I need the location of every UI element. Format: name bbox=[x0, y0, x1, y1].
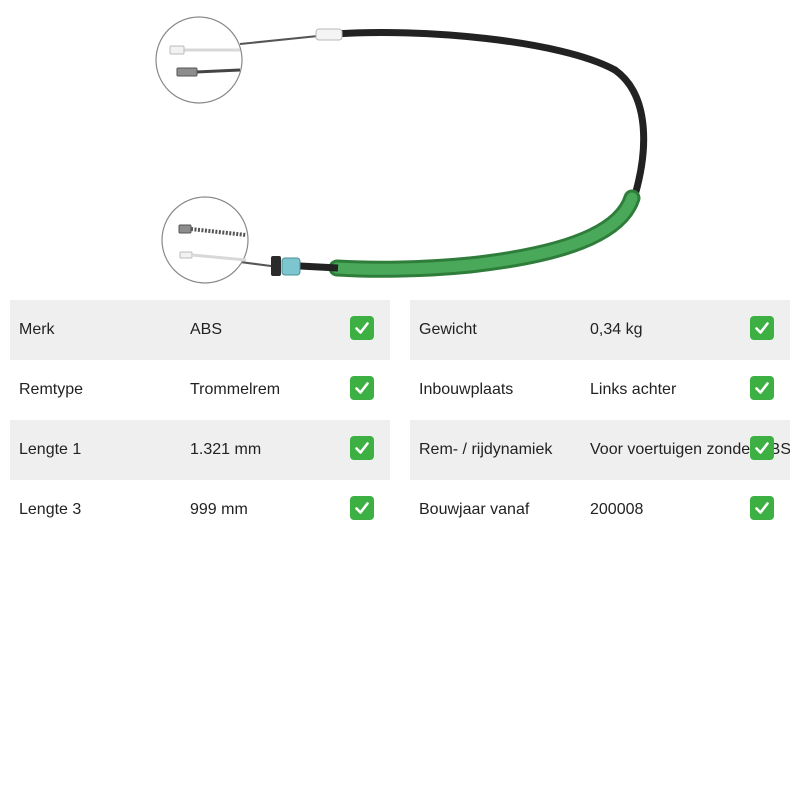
spec-value: 999 mm bbox=[190, 501, 248, 518]
spec-table-right: Gewicht 0,34 kg Inbouwplaats Links achte… bbox=[410, 300, 790, 540]
spec-value: Trommelrem bbox=[190, 381, 281, 398]
spec-label: Rem- / rijdynamiek bbox=[419, 441, 553, 458]
check-mark-icon bbox=[350, 376, 374, 400]
spec-label: Lengte 1 bbox=[19, 441, 82, 458]
spec-label: Lengte 3 bbox=[19, 501, 82, 518]
spec-value: Voor voertuigen zonder ABS bbox=[590, 441, 790, 458]
spec-row: Gewicht 0,34 kg bbox=[410, 300, 790, 360]
check-mark-icon bbox=[350, 436, 374, 460]
spec-row: Remtype Trommelrem bbox=[10, 360, 390, 420]
spec-label: Bouwjaar vanaf bbox=[419, 501, 530, 518]
spec-label: Merk bbox=[19, 321, 55, 338]
check-mark-icon bbox=[750, 376, 774, 400]
spec-row: Inbouwplaats Links achter bbox=[410, 360, 790, 420]
spec-row: Merk ABS bbox=[10, 300, 390, 360]
spec-table-left: Merk ABS Remtype Trommelrem Lengte 1 1.3… bbox=[10, 300, 390, 540]
check-mark-icon bbox=[750, 496, 774, 520]
product-image bbox=[0, 0, 800, 290]
spec-value: ABS bbox=[190, 321, 223, 338]
check-mark-icon bbox=[750, 436, 774, 460]
check-mark-icon bbox=[350, 316, 374, 340]
check-mark-icon bbox=[350, 496, 374, 520]
spec-value: 1.321 mm bbox=[190, 441, 262, 458]
spec-row: Bouwjaar vanaf 200008 bbox=[410, 480, 790, 540]
check-mark-icon bbox=[750, 316, 774, 340]
handbrake-cable-image bbox=[155, 16, 648, 284]
spec-row: Lengte 1 1.321 mm bbox=[10, 420, 390, 480]
spec-row: Rem- / rijdynamiek Voor voertuigen zonde… bbox=[410, 420, 790, 480]
spec-value: Links achter bbox=[590, 381, 677, 398]
spec-value: 200008 bbox=[590, 501, 644, 518]
spec-label: Remtype bbox=[19, 381, 84, 398]
spec-label: Inbouwplaats bbox=[419, 381, 514, 398]
spec-label: Gewicht bbox=[419, 321, 477, 338]
spec-value: 0,34 kg bbox=[590, 321, 643, 338]
spec-row: Lengte 3 999 mm bbox=[10, 480, 390, 540]
